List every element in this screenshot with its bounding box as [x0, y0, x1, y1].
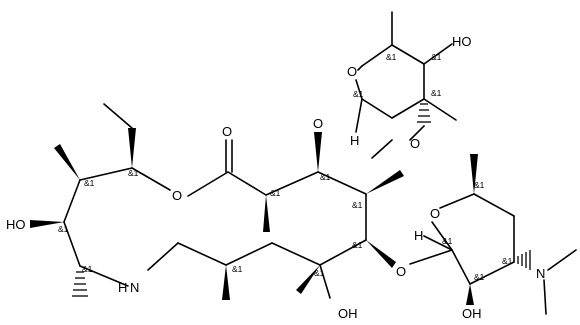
stereo-tag: &1: [431, 88, 442, 98]
o-glycoside-top-label: O: [313, 116, 323, 131]
stereo-tag: &1: [82, 264, 93, 274]
o-carbonyl-label: O: [222, 124, 232, 139]
stereo-tag: &1: [270, 188, 281, 198]
stereo-tag: &1: [84, 178, 95, 188]
stereo-tag: &1: [353, 89, 364, 99]
oh-bottom-center-label: OH: [338, 306, 358, 321]
stereo-tag: &1: [442, 236, 453, 246]
h-top-label: H: [350, 133, 359, 148]
stereo-tags: &1 &1 &1 &1 &1 &1 &1 &1 &1 &1 &1 &1 &1 &…: [58, 52, 513, 282]
stereo-tag: &1: [314, 268, 325, 278]
stereo-tag: &1: [431, 52, 442, 62]
stereo-tag: &1: [320, 172, 331, 182]
stereo-tag: &1: [232, 264, 243, 274]
h-right-label: H: [414, 228, 423, 243]
stereo-tag: &1: [352, 200, 363, 210]
o-ring-top-label: O: [347, 64, 357, 79]
sugar-top-ring: [355, 11, 457, 159]
o-ring-right-label: O: [430, 206, 440, 221]
o-methoxy-label: O: [410, 136, 420, 151]
stereo-tag: &1: [352, 240, 363, 250]
oh-bottom-right-label: OH: [462, 306, 482, 321]
oh-top-right-label: HO: [452, 34, 472, 49]
n-dimethyl-label: N: [536, 266, 545, 281]
nh-h-label: H: [118, 280, 127, 295]
macrolactone-ring: [30, 103, 404, 300]
stereo-tag: &1: [58, 224, 69, 234]
o-glycoside-right-label: O: [396, 264, 406, 279]
stereo-tag: &1: [386, 52, 397, 62]
oh-left-label: HO: [6, 217, 26, 232]
stereo-tag: &1: [502, 256, 513, 266]
o-ester-label: O: [172, 188, 182, 203]
stereo-tag: &1: [474, 180, 485, 190]
nh-label: N: [130, 280, 139, 295]
stereo-tag: &1: [128, 168, 139, 178]
sugar-right-ring: [409, 154, 577, 315]
stereo-tag: &1: [474, 272, 485, 282]
